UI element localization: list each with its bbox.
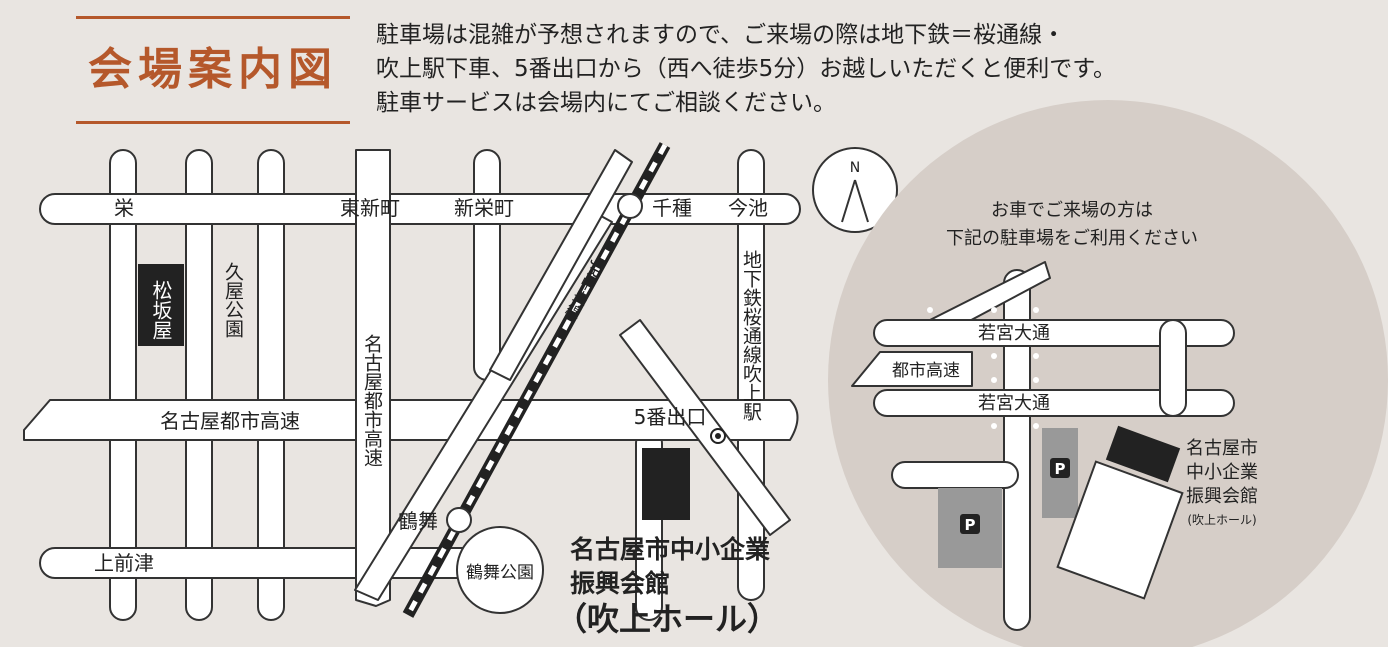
label-expressway: 名古屋都市高速 bbox=[160, 409, 300, 433]
road-v-2 bbox=[185, 149, 213, 621]
road-v-sakae bbox=[109, 149, 137, 621]
road-v-expressway bbox=[355, 149, 391, 607]
inset-caption-line1: お車でご来場の方は bbox=[991, 200, 1153, 221]
label-higashi-shinmachi: 東新町 bbox=[340, 196, 400, 220]
parking-icon: P bbox=[960, 514, 980, 534]
inset-road-wakamiya-top bbox=[873, 319, 1235, 347]
matsuzakaya-building bbox=[138, 264, 184, 346]
inset-venue-line1: 名古屋市 bbox=[1186, 438, 1258, 459]
label-exit5: 5番出口 bbox=[634, 405, 707, 429]
page-title: 会場案内図 bbox=[88, 44, 338, 95]
venue-building bbox=[642, 448, 690, 520]
parking-icon: P bbox=[1050, 458, 1070, 478]
inset-venue-line3: 振興会館 bbox=[1186, 486, 1258, 507]
svg-text:P: P bbox=[965, 516, 976, 534]
tsurumai-station-marker bbox=[446, 507, 472, 533]
notice-line-2: 吹上駅下車、5番出口から（西へ徒歩5分）お越しいただくと便利です。 bbox=[376, 56, 1116, 82]
inset-venue-sub: (吹上ホール) bbox=[1187, 513, 1256, 527]
jr-chuo-line bbox=[402, 142, 671, 618]
inset-caption-line2: 下記の駐車場をご利用ください bbox=[946, 228, 1198, 249]
label-kamimaezu: 上前津 bbox=[94, 551, 154, 575]
venue-name-line1: 名古屋市中小企業 bbox=[570, 535, 770, 564]
tsurumai-park bbox=[456, 526, 544, 614]
inset-venue-building bbox=[1056, 460, 1184, 600]
road-diagonal-right bbox=[619, 319, 791, 536]
chikusa-station-marker bbox=[617, 193, 643, 219]
inset-venue-line2: 中小企業 bbox=[1186, 462, 1258, 483]
inset-road-lower bbox=[891, 461, 1019, 489]
inset-label-wakamiya-bottom: 若宮大通 bbox=[978, 393, 1050, 414]
inset-venue-roof bbox=[1105, 425, 1181, 483]
inset-map: お車でご来場の方は 下記の駐車場をご利用ください bbox=[851, 200, 1235, 631]
inset-label-wakamiya-top: 若宮大通 bbox=[978, 323, 1050, 344]
label-matsuzakaya: 松坂屋 bbox=[149, 280, 173, 340]
inset-road-vertical bbox=[1003, 269, 1031, 631]
road-expressway bbox=[23, 399, 799, 441]
road-diagonal-upper bbox=[489, 149, 633, 381]
notice-line-1: 駐車場は混雑が予想されますので、ご来場の際は地下鉄＝桜通線・ bbox=[376, 22, 1066, 48]
title-rule-top bbox=[76, 16, 350, 19]
svg-text:P: P bbox=[1055, 460, 1066, 478]
label-imaike: 今池 bbox=[728, 196, 768, 220]
inset-dots bbox=[927, 307, 1039, 429]
compass: N bbox=[812, 147, 898, 233]
inset-road-wakamiya-bottom bbox=[873, 389, 1235, 417]
label-subway-line: 地下鉄桜通線吹上駅 bbox=[740, 250, 762, 422]
title-rule-bottom bbox=[76, 121, 350, 124]
road-v-shinsakae bbox=[473, 149, 501, 381]
inset-label-toshi-kosoku: 都市高速 bbox=[892, 361, 960, 381]
main-road-network bbox=[23, 149, 801, 621]
road-v-3 bbox=[257, 149, 285, 621]
inset-expressway bbox=[851, 351, 973, 387]
label-shinsakae: 新栄町 bbox=[454, 196, 514, 220]
label-tsurumai: 鶴舞 bbox=[398, 509, 438, 533]
venue-name-line2: 振興会館 bbox=[570, 569, 670, 598]
exit5-marker-dot bbox=[715, 433, 721, 439]
label-chikusa: 千種 bbox=[652, 196, 692, 220]
notice-line-3: 駐車サービスは会場内にてご相談ください。 bbox=[376, 90, 836, 116]
label-hisaya-park: 久屋公園 bbox=[222, 262, 244, 338]
inset-road-right-stub bbox=[1159, 319, 1187, 417]
label-tsurumai-park: 鶴舞公園 bbox=[466, 563, 534, 583]
parking-notice: 駐車場は混雑が予想されますので、ご来場の際は地下鉄＝桜通線・ 吹上駅下車、5番出… bbox=[376, 18, 1376, 120]
venue-name-line3: （吹上ホール） bbox=[555, 600, 779, 638]
title-block: 会場案内図 bbox=[76, 16, 350, 124]
label-sakae: 栄 bbox=[114, 196, 134, 220]
compass-north-label: N bbox=[850, 160, 860, 176]
label-vertical-expressway: 名古屋都市高速 bbox=[361, 334, 383, 467]
